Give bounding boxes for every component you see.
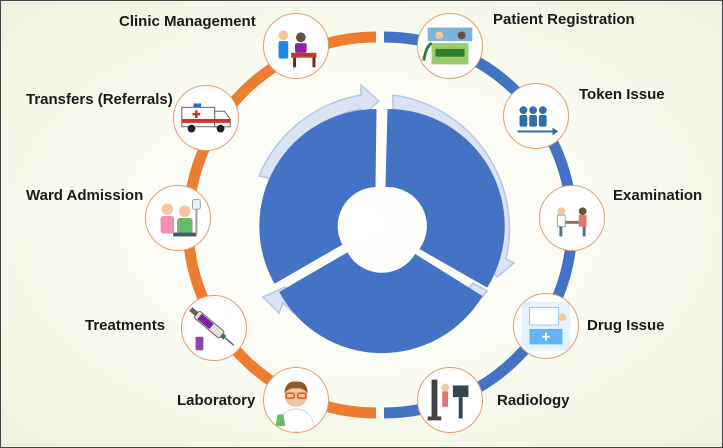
- label-radiology: Radiology: [497, 392, 570, 409]
- donut-segment-bottom: [279, 252, 483, 354]
- doctor-consultation-icon: [556, 207, 587, 237]
- ambulance-icon: [181, 103, 231, 133]
- pharmacy-icon: [521, 301, 571, 351]
- label-ward-admission: Ward Admission: [26, 187, 144, 204]
- label-token-issue: Token Issue: [579, 86, 665, 103]
- node-token-issue: [503, 83, 569, 149]
- label-treatments: Treatments: [85, 317, 166, 334]
- donut-segment-left: [259, 108, 377, 284]
- node-ward-admission: [145, 185, 211, 251]
- node-laboratory: [263, 367, 329, 433]
- label-laboratory: Laboratory: [177, 392, 256, 409]
- label-transfers: Transfers (Referrals): [26, 91, 173, 108]
- node-drug-issue: [513, 293, 579, 359]
- nurse-patient-icon: [160, 199, 201, 237]
- center-donut: [259, 108, 505, 354]
- node-treatments: [181, 295, 247, 361]
- donut-segment-top-right: [385, 108, 505, 288]
- queue-people-icon: [517, 106, 559, 136]
- label-clinic-management: Clinic Management: [119, 13, 256, 30]
- label-examination: Examination: [613, 187, 703, 204]
- node-examination: [539, 185, 605, 251]
- clinic-consultation-icon: [278, 30, 317, 68]
- node-transfers: [173, 85, 239, 151]
- label-patient-registration: Patient Registration: [493, 11, 635, 28]
- xray-machine-icon: [427, 379, 469, 421]
- node-clinic-management: [263, 13, 329, 79]
- node-radiology: [417, 367, 483, 433]
- label-drug-issue: Drug Issue: [587, 317, 665, 334]
- lab-scientist-icon: [275, 381, 315, 432]
- node-patient-registration: [417, 13, 483, 79]
- syringe-icon: [189, 307, 235, 351]
- hospital-reception-icon: [422, 27, 473, 65]
